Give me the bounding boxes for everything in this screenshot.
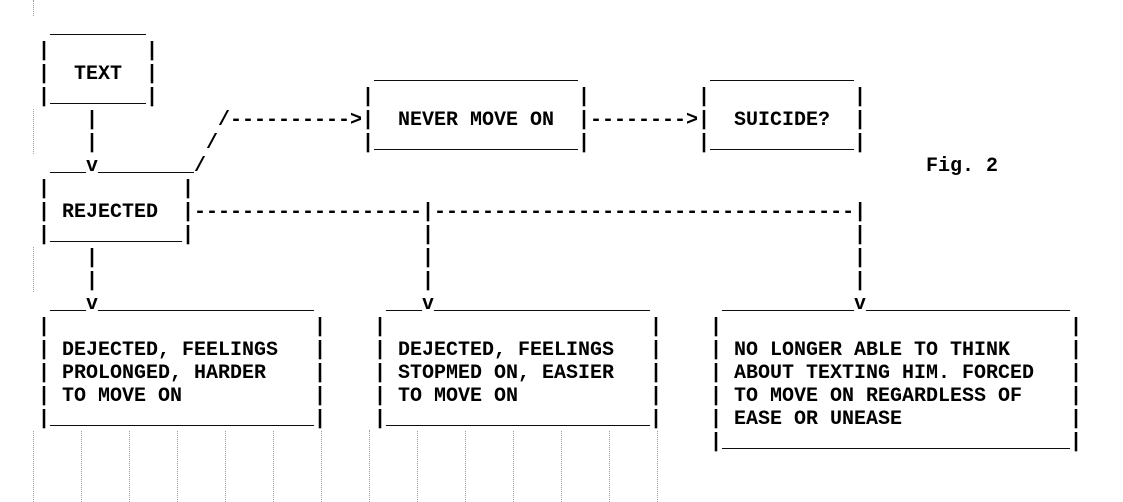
arrow-to-never-move-on: ----------> (230, 109, 363, 132)
gridline (129, 430, 130, 502)
gridline (561, 430, 562, 502)
flowchart-node-rejected: ___v________ | | | REJECTED | |_________… (30, 155, 195, 247)
arrow-never-to-suicide: --------> (590, 109, 699, 132)
connector-drop-left: | | (86, 247, 99, 293)
gridline (513, 430, 514, 502)
gridline (273, 430, 274, 502)
gridline (81, 430, 82, 502)
gridline (225, 430, 226, 502)
connector-text-to-rejected: | | (86, 109, 99, 155)
flowchart-node-text: ________ | | | TEXT | |________| (30, 17, 159, 109)
flowchart-node-outcome-forced: ___________v_________________ | | | NO L… (710, 293, 1083, 454)
gridline (417, 430, 418, 502)
connector-drop-right: | | | (854, 224, 867, 293)
gridline (369, 430, 370, 502)
gridline (657, 430, 658, 502)
connector-rejected-branch-line: -------------------|--------------------… (194, 201, 867, 224)
gridline (321, 430, 322, 502)
figure-caption: Fig. 2 (926, 155, 999, 178)
gridline (465, 430, 466, 502)
gridline (33, 0, 34, 502)
flowchart-node-outcome-stopped: ___v__________________ | | | DEJECTED, F… (374, 293, 663, 431)
flowchart-node-never-move-on: _________________ | | | NEVER MOVE ON | … (362, 63, 591, 155)
flowchart-node-suicide: ____________ | | | SUICIDE? | |_________… (698, 63, 867, 155)
connector-diagonal-branch: / / / (194, 109, 231, 178)
flowchart-node-outcome-prolonged: ___v__________________ | | | DEJECTED, F… (30, 293, 327, 431)
connector-drop-center: | | | (422, 224, 435, 293)
gridline (609, 430, 610, 502)
gridline (177, 430, 178, 502)
